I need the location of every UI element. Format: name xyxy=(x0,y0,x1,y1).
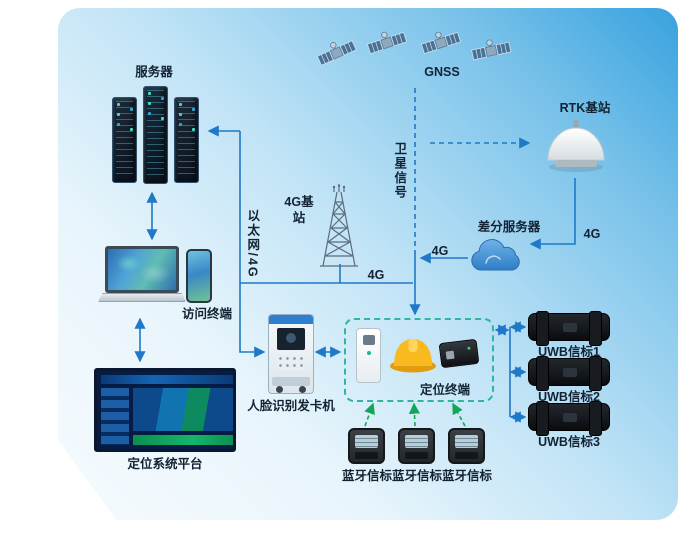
bluetooth-beacon-screen xyxy=(455,435,478,448)
wall-terminal-icon xyxy=(356,328,381,383)
satellite-icon xyxy=(468,32,514,75)
access-terminal-label: 访问终端 xyxy=(181,307,232,321)
uwb-beacon-icon xyxy=(528,356,610,391)
server-tower-icon xyxy=(143,86,168,184)
uwb-beacon-icon xyxy=(528,401,610,436)
face-machine-header xyxy=(269,315,313,324)
g4-label-tower: 4G xyxy=(367,268,385,282)
face-machine-wheel xyxy=(276,386,283,393)
satellite-icon xyxy=(314,34,360,77)
tower-4g-label: 4G基站 xyxy=(284,195,314,226)
server-tower-icon xyxy=(174,97,199,183)
bluetooth-beacon-base xyxy=(355,452,378,459)
laptop-screen xyxy=(105,246,179,293)
uwb-beacon-led xyxy=(563,368,577,377)
helmet-icon xyxy=(390,339,436,373)
satellite-icon xyxy=(366,26,408,65)
platform-screen-sidebar xyxy=(101,388,129,445)
laptop-base xyxy=(98,293,186,302)
cell-tower-icon xyxy=(320,184,358,267)
server-tower-icon xyxy=(112,97,137,183)
uwb-beacon-led xyxy=(563,323,577,332)
positioning-terminal-box xyxy=(344,318,494,402)
satellite-signal-label: 卫星信号 xyxy=(392,142,407,200)
bluetooth-beacon-icon xyxy=(448,428,485,464)
bluetooth-beacon-base xyxy=(455,452,478,459)
diff-server-label: 差分服务器 xyxy=(477,220,541,234)
platform-screen-footer xyxy=(133,435,233,445)
bluetooth-beacon-base xyxy=(405,452,428,459)
bluetooth-beacon-screen xyxy=(405,435,428,448)
face-machine-base xyxy=(272,377,310,386)
satellite-icon xyxy=(420,26,462,65)
platform-screen-map xyxy=(133,388,233,431)
uwb-beacon-led xyxy=(563,413,577,422)
rtk-dome-icon xyxy=(547,120,605,172)
uwb-beacon-icon xyxy=(528,311,610,346)
platform-screen-icon xyxy=(94,368,236,452)
ethernet-4g-label: 以太网/4G xyxy=(245,209,260,279)
uwb-beacon-label: UWB信标3 xyxy=(538,435,600,449)
laptop-icon xyxy=(98,246,186,304)
server-rack-icon xyxy=(112,86,202,188)
face-machine-keypad xyxy=(277,355,305,370)
bluetooth-beacon-label: 蓝牙信标 xyxy=(441,469,492,483)
face-machine-wheel xyxy=(299,386,306,393)
bluetooth-beacon-icon xyxy=(348,428,385,464)
platform-label: 定位系统平台 xyxy=(127,457,203,471)
phone-icon xyxy=(186,249,212,303)
g4-label-cloud: 4G xyxy=(431,244,449,258)
badge-tag-icon xyxy=(438,338,480,369)
positioning-terminal-label: 定位终端 xyxy=(419,383,470,397)
bluetooth-beacon-label: 蓝牙信标 xyxy=(341,469,392,483)
face-machine-screen xyxy=(277,328,305,350)
face-machine-icon xyxy=(268,314,314,394)
platform-screen-header xyxy=(101,375,233,384)
cloud-icon xyxy=(471,239,520,271)
uwb-beacon-label: UWB信标2 xyxy=(538,390,600,404)
g4-label-rtk: 4G xyxy=(583,227,601,241)
rtk-station-label: RTK基站 xyxy=(559,101,611,115)
gnss-label: GNSS xyxy=(424,65,460,79)
bluetooth-beacon-label: 蓝牙信标 xyxy=(391,469,442,483)
server-label: 服务器 xyxy=(135,65,173,79)
uwb-beacon-label: UWB信标1 xyxy=(538,345,600,359)
bluetooth-beacon-screen xyxy=(355,435,378,448)
bluetooth-beacon-icon xyxy=(398,428,435,464)
face-machine-label: 人脸识别发卡机 xyxy=(247,399,335,413)
